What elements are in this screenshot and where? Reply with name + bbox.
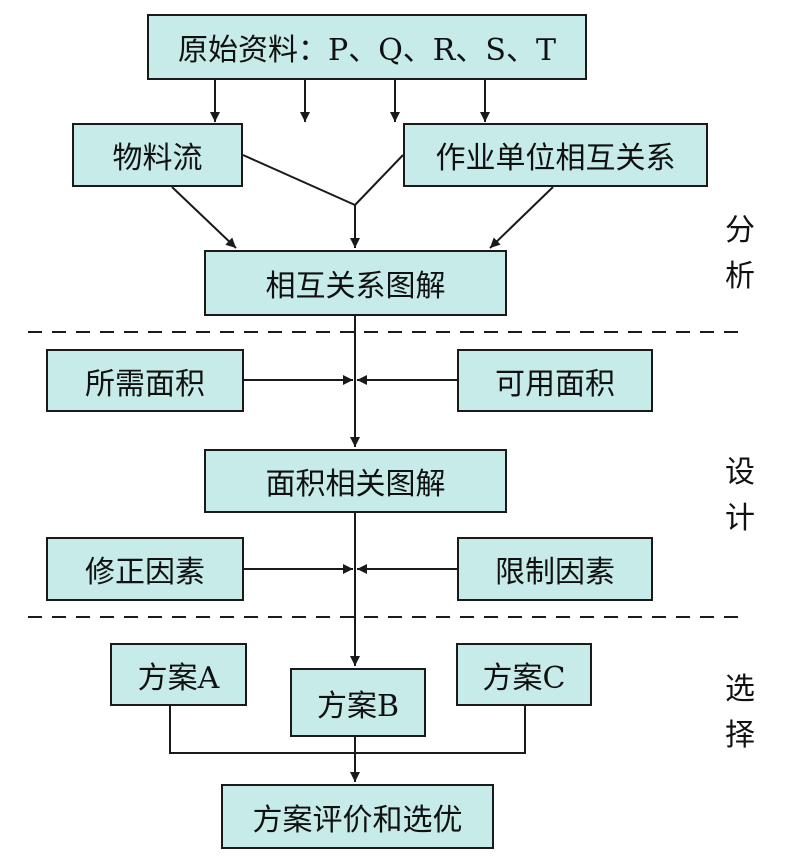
available-area-box: 可用面积 <box>457 349 653 412</box>
source-data-box: 原始资料：P、Q、R、S、T <box>147 14 587 80</box>
modifying-factors-box: 修正因素 <box>46 537 244 601</box>
evaluation-box: 方案评价和选优 <box>221 784 494 849</box>
relation-diagram-box: 相互关系图解 <box>204 250 507 316</box>
plan-a-box: 方案A <box>110 643 247 706</box>
stage-design-char-2: 计 <box>725 501 755 536</box>
activity-relations-box: 作业单位相互关系 <box>403 123 708 187</box>
stage-label-analysis: 分 析 <box>720 208 760 300</box>
stage-label-design: 设 计 <box>720 450 760 542</box>
stage-selection-char-2: 择 <box>725 718 755 753</box>
stage-design-char-1: 设 <box>725 455 755 490</box>
line-plans-merge <box>169 706 526 754</box>
plan-b-box: 方案B <box>290 668 426 737</box>
constraints-box: 限制因素 <box>457 537 653 601</box>
required-area-box: 所需面积 <box>46 349 244 412</box>
arrow-activity-relations-to-relation-diagram <box>489 186 554 249</box>
material-flow-box: 物料流 <box>72 123 243 187</box>
arrow-material-flow-to-relation-diagram <box>171 186 237 249</box>
area-relation-diagram-box: 面积相关图解 <box>204 449 507 513</box>
stage-analysis-char-1: 分 <box>725 213 755 248</box>
line-activity-relations-to-junction <box>354 154 404 206</box>
stage-selection-char-1: 选 <box>725 672 755 707</box>
line-material-flow-to-junction <box>242 154 356 206</box>
stage-analysis-char-2: 析 <box>725 259 755 294</box>
plan-c-box: 方案C <box>456 643 592 706</box>
stage-label-selection: 选 择 <box>720 667 760 759</box>
